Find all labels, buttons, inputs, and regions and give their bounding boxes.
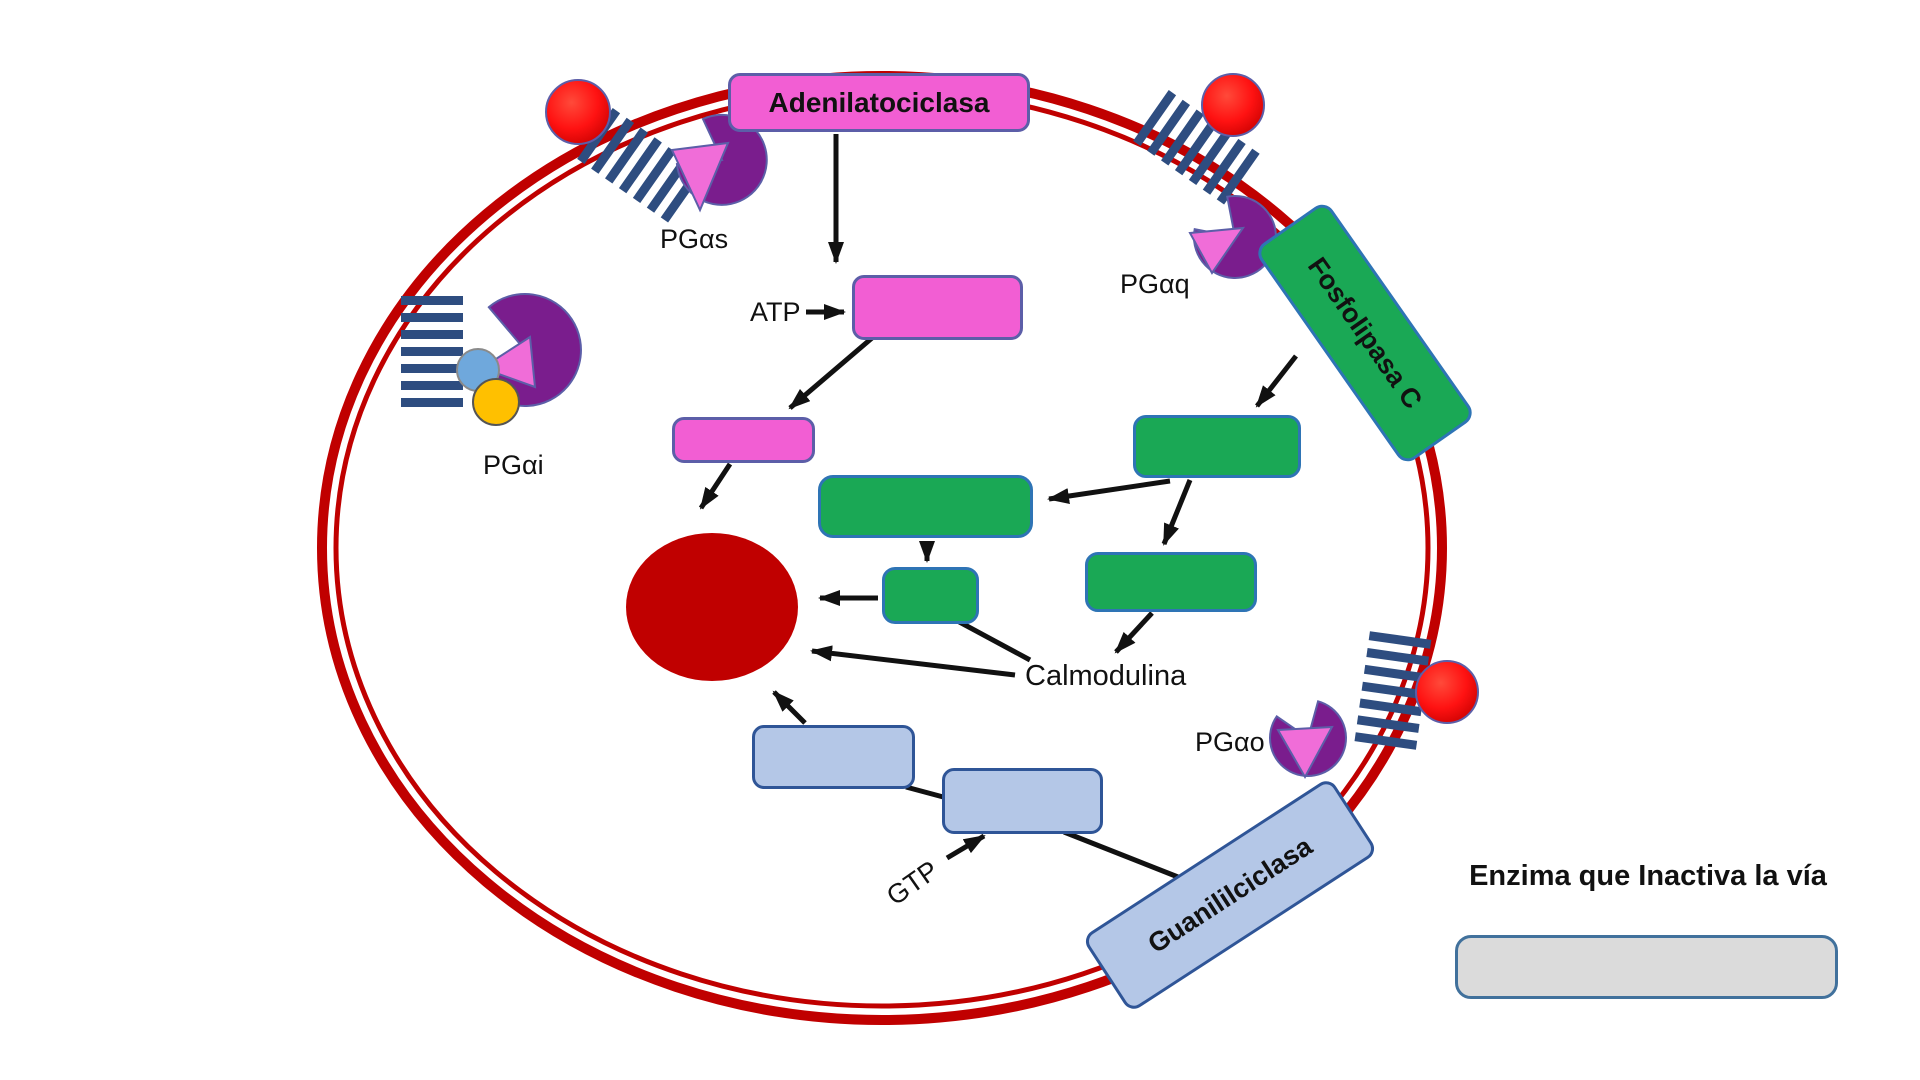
pathway-arrows	[698, 134, 1298, 880]
arrow-blue1-ellipse	[772, 690, 807, 725]
line-greenC-calmodulina	[950, 615, 1032, 663]
calmodulina-label: Calmodulina	[1025, 660, 1187, 692]
ligand-ball-right	[1415, 660, 1479, 724]
gamma-subunit-icon	[472, 378, 520, 426]
arrow-gtp-blue2	[945, 833, 986, 861]
central-response-ellipse	[626, 533, 798, 681]
pgas-label: PGαs	[660, 224, 729, 254]
pgaq-label: PGαq	[1120, 269, 1190, 299]
empty-pink-slot-1[interactable]	[852, 275, 1023, 340]
arrow-calmodulina-ellipse	[810, 645, 1016, 678]
receptor-pgao-icon	[1354, 631, 1432, 750]
empty-blue-slot-2[interactable]	[942, 768, 1103, 834]
pgao-label: PGαo	[1195, 727, 1265, 757]
arrow-greenB-greenA	[1047, 478, 1171, 504]
ligand-ball-top-left	[545, 79, 611, 145]
receptor-pgai-icon	[401, 296, 463, 407]
pgai-label: PGαi	[483, 450, 544, 480]
empty-green-slot-3[interactable]	[882, 567, 979, 624]
empty-green-slot-4[interactable]	[1085, 552, 1257, 612]
receptor-pgaq-icon	[1133, 90, 1260, 205]
adenilatociclasa-box: Adenilatociclasa	[728, 73, 1030, 132]
adenilatociclasa-label: Adenilatociclasa	[768, 86, 990, 118]
arrow-pink2-ellipse	[698, 462, 733, 510]
arrow-greenB-greenD	[1161, 479, 1193, 546]
empty-green-slot-2[interactable]	[1133, 415, 1301, 478]
inactivating-enzyme-answer-slot[interactable]	[1455, 935, 1838, 999]
empty-blue-slot-1[interactable]	[752, 725, 915, 789]
empty-green-slot-1[interactable]	[818, 475, 1033, 538]
line-blue2-guanilil	[1063, 829, 1179, 880]
g-protein-pgao-icon	[1269, 700, 1347, 780]
empty-pink-slot-2[interactable]	[672, 417, 815, 463]
atp-label: ATP	[750, 297, 801, 327]
line-blue1-blue2	[905, 784, 948, 801]
arrow-fosfolipasa-greenB	[1255, 354, 1298, 408]
g-protein-pgai-icon	[456, 293, 582, 426]
legend-heading: Enzima que Inactiva la vía	[1469, 860, 1827, 892]
arrow-greenD-calmodulina	[1114, 611, 1154, 654]
arrow-pink1-pink2	[788, 336, 874, 410]
ligand-ball-top-right	[1201, 73, 1265, 137]
